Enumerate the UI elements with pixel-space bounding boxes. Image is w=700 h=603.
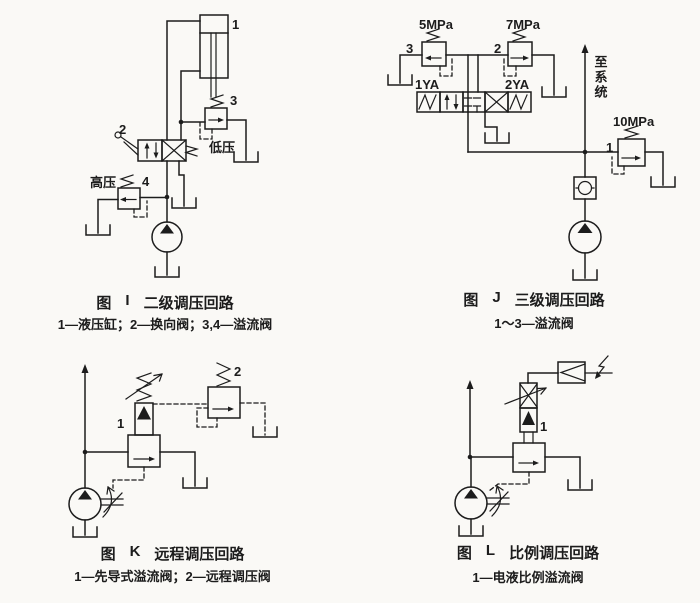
figure-l-title-name: 比例调压回路 bbox=[509, 545, 600, 562]
lever-icon bbox=[120, 136, 139, 156]
tank-icon bbox=[387, 74, 413, 86]
adjust-arrow-icon bbox=[504, 387, 547, 405]
relief-valve-2-number: 2 bbox=[494, 41, 501, 56]
pilot-relief-valve-icon bbox=[112, 372, 208, 489]
figure-l-title-letter: L bbox=[485, 542, 496, 559]
figure-j-caption: 1～3—溢流阀 bbox=[494, 316, 574, 331]
relief-valve-3-number: 3 bbox=[230, 93, 237, 108]
tank-icon bbox=[85, 224, 111, 236]
directional-valve-number: 2 bbox=[119, 122, 126, 137]
figure-j-title-prefix: 图 bbox=[463, 292, 479, 309]
spring-icon bbox=[184, 145, 200, 157]
tank-icon bbox=[182, 477, 208, 489]
tank-icon bbox=[458, 525, 484, 537]
figure-k-title-letter: K bbox=[129, 543, 141, 560]
solenoid-icon bbox=[418, 93, 437, 111]
adjust-arrow-icon bbox=[125, 373, 163, 400]
tank-icon bbox=[572, 269, 598, 281]
relief-valve-4-number: 4 bbox=[142, 174, 150, 189]
pipe bbox=[180, 70, 201, 141]
spring-icon bbox=[425, 28, 441, 42]
check-valve-icon bbox=[573, 176, 597, 200]
variable-pump-icon bbox=[68, 451, 124, 538]
relief-valve-2-icon bbox=[503, 28, 567, 98]
flow-arrow-icon bbox=[466, 380, 474, 389]
figure-k-caption: 1—先导式溢流阀；2—远程调压阀 bbox=[74, 569, 271, 584]
figure-l-circuit: 1 bbox=[454, 355, 613, 537]
figure-j-title-letter: J bbox=[492, 289, 501, 306]
pump-icon bbox=[151, 221, 183, 278]
low-pressure-label: 低压 bbox=[208, 140, 235, 155]
pipe bbox=[166, 20, 201, 141]
figure-i-title-letter: I bbox=[125, 292, 130, 309]
pressure-10mpa-label: 10MPa bbox=[613, 114, 655, 129]
tank-icon bbox=[650, 176, 676, 188]
tank-icon bbox=[567, 479, 593, 491]
tank-icon bbox=[171, 197, 197, 209]
pipe bbox=[178, 160, 185, 207]
figure-i-caption: 1—液压缸；2—换向阀；3,4—溢流阀 bbox=[57, 317, 273, 332]
variable-pump-icon bbox=[454, 456, 510, 537]
spring-icon bbox=[511, 28, 527, 42]
cylinder-number-label: 1 bbox=[232, 17, 239, 32]
pressure-7mpa-label: 7MPa bbox=[506, 17, 541, 32]
figure-j-title-name: 三级调压回路 bbox=[514, 292, 605, 309]
tank-icon bbox=[541, 86, 567, 98]
solenoid-1ya-label: 1YA bbox=[415, 77, 440, 92]
solenoid-directional-valve-icon bbox=[416, 91, 532, 144]
pilot-relief-valve-number: 1 bbox=[117, 416, 124, 431]
solenoid-2ya-label: 2YA bbox=[505, 77, 530, 92]
solenoid-icon bbox=[509, 93, 528, 111]
electric-signal-icon bbox=[595, 355, 609, 378]
adjust-arc-icon bbox=[102, 486, 115, 518]
pilot-cone-icon bbox=[522, 411, 535, 425]
to-system-label: 至系统 bbox=[593, 55, 608, 100]
figure-l-caption: 1—电液比例溢流阀 bbox=[472, 570, 584, 585]
shaft-icon bbox=[486, 497, 510, 505]
high-pressure-label: 高压 bbox=[90, 175, 116, 190]
flow-arrow-icon bbox=[581, 44, 589, 53]
relief-valve-1-icon bbox=[611, 125, 676, 188]
spring-icon bbox=[622, 125, 641, 139]
figure-i-circuit: 1 3 低压 2 bbox=[85, 14, 259, 278]
directional-valve-icon bbox=[114, 131, 200, 162]
figure-l-title-prefix: 图 bbox=[456, 545, 472, 562]
remote-valve-number: 2 bbox=[234, 364, 241, 379]
tank-icon bbox=[252, 426, 278, 438]
figure-k-title-name: 远程调压回路 bbox=[154, 546, 245, 563]
hydraulic-cylinder-icon bbox=[199, 14, 229, 98]
figure-j-circuit: 5MPa 3 7MPa 2 bbox=[387, 17, 676, 281]
pump-icon bbox=[568, 220, 602, 281]
spring-icon bbox=[119, 174, 135, 188]
tank-icon bbox=[484, 132, 510, 144]
figure-k-circuit: 1 2 bbox=[68, 362, 278, 538]
proportional-solenoid-icon bbox=[527, 355, 613, 384]
relief-valve-1-number: 1 bbox=[606, 140, 613, 155]
junction-dot bbox=[164, 194, 170, 200]
adjust-arc-icon bbox=[491, 485, 504, 517]
figure-k-title-prefix: 图 bbox=[100, 546, 116, 563]
relief-valve-3-icon bbox=[387, 28, 453, 86]
proportional-relief-valve-number: 1 bbox=[540, 419, 547, 434]
pressure-5mpa-label: 5MPa bbox=[419, 17, 454, 32]
pilot-cone-icon bbox=[137, 406, 151, 420]
flow-arrow-icon bbox=[81, 364, 89, 373]
tank-icon bbox=[233, 151, 259, 163]
figure-i-title-prefix: 图 bbox=[96, 295, 112, 312]
proportional-relief-valve-icon bbox=[488, 382, 593, 492]
relief-valve-3-number: 3 bbox=[406, 41, 413, 56]
figure-i-title-name: 二级调压回路 bbox=[143, 295, 234, 312]
tank-icon bbox=[72, 526, 98, 538]
spring-icon bbox=[215, 362, 232, 387]
relief-valve-4-icon bbox=[85, 174, 166, 236]
remote-valve-icon bbox=[196, 362, 278, 438]
relief-valve-3-icon bbox=[199, 94, 259, 163]
tank-icon bbox=[154, 266, 180, 278]
